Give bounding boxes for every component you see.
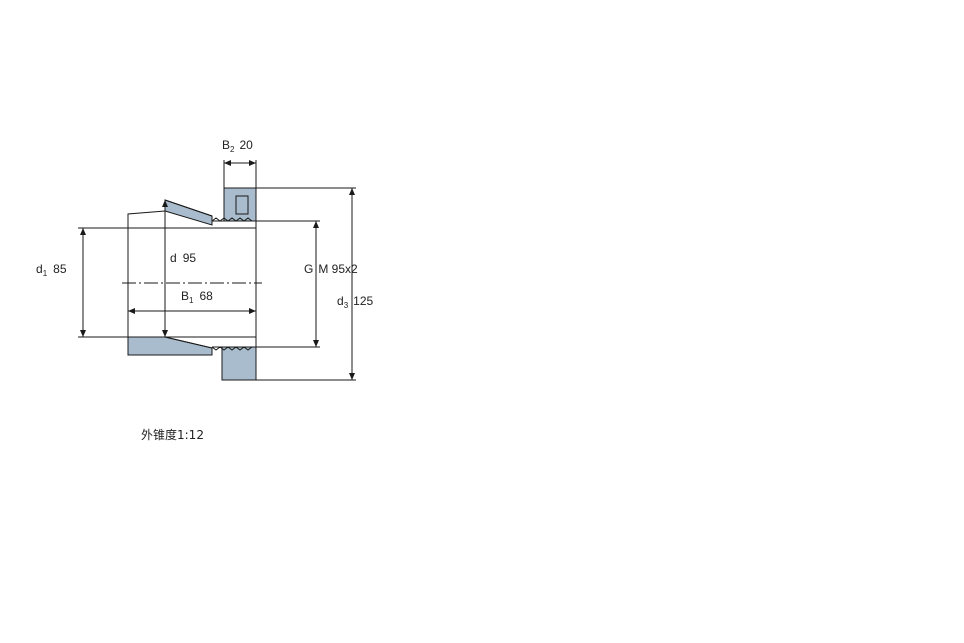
locknut-top	[223, 187, 257, 222]
locknut-bottom	[221, 346, 257, 381]
dimension-lines	[78, 160, 356, 381]
sleeve-top-section	[164, 199, 213, 226]
section-shading	[127, 187, 257, 381]
part-outline	[122, 187, 262, 381]
dimension-arrows	[80, 160, 355, 380]
taper-caption: 外锥度1:12	[141, 428, 204, 442]
sleeve-bottom-section	[127, 336, 213, 356]
